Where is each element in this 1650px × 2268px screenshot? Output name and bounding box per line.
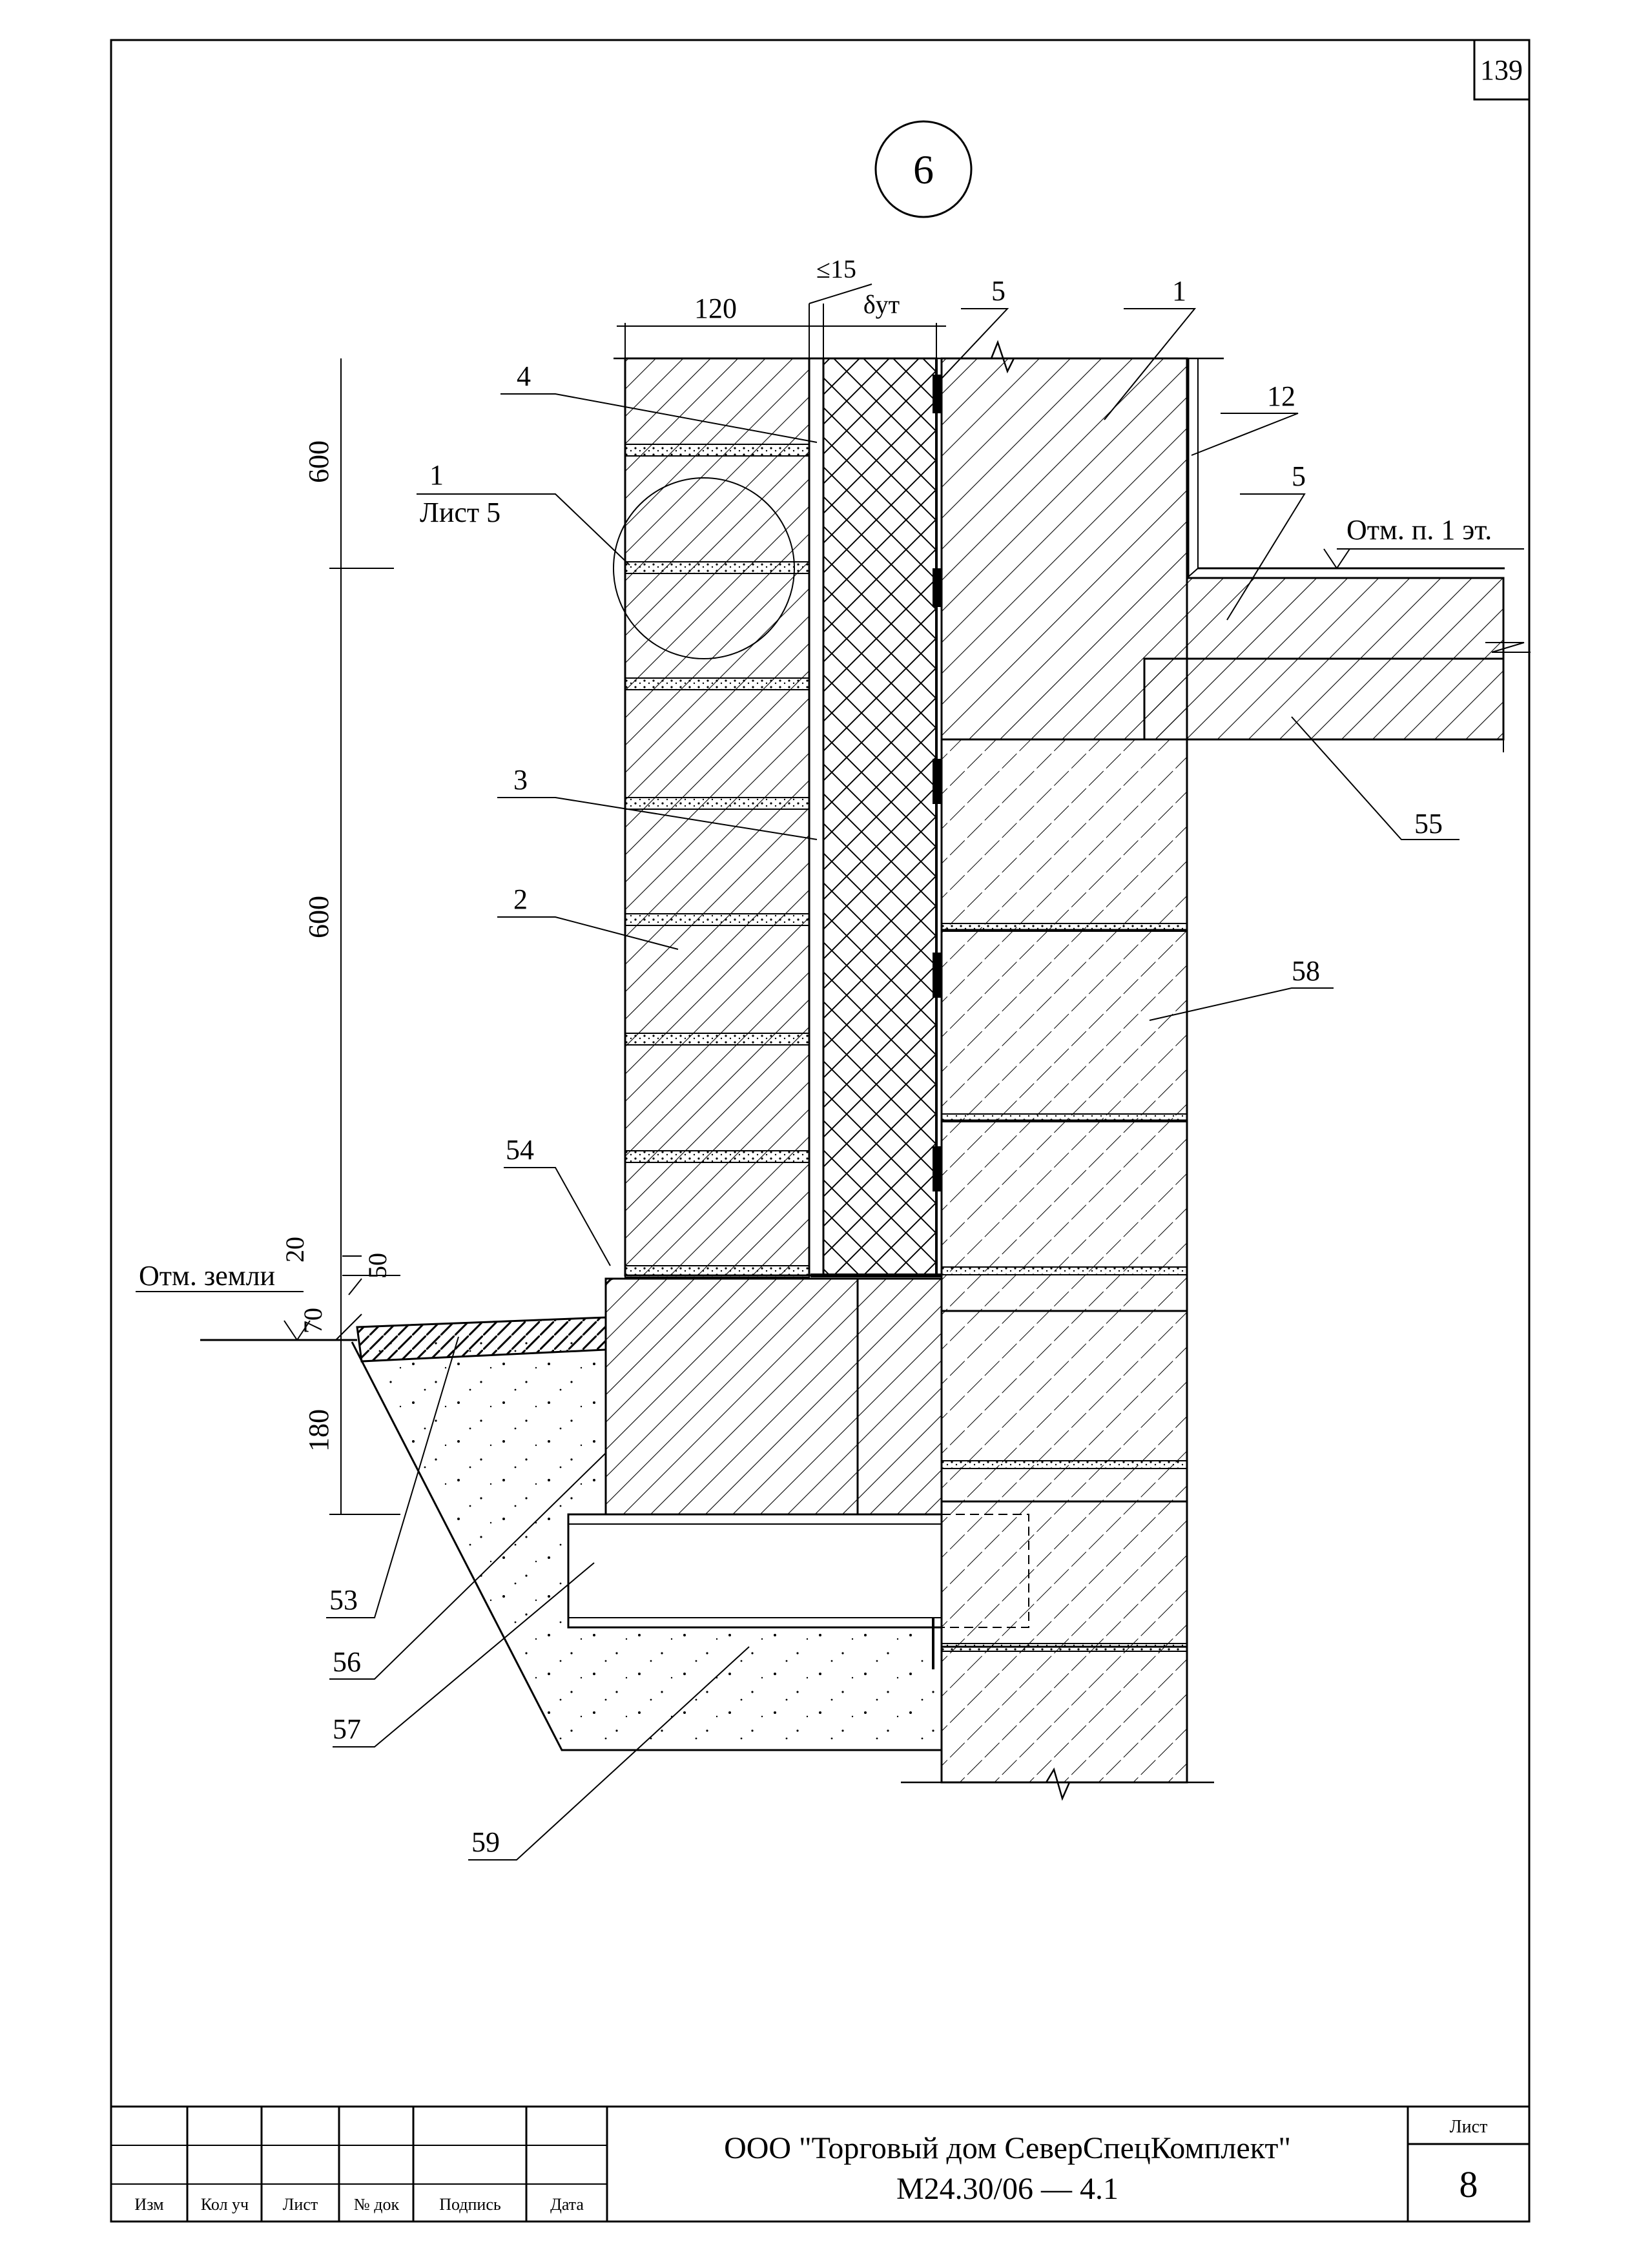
dim-600-lower: 600 <box>303 896 335 938</box>
tb-header-izm: Изм <box>134 2195 163 2214</box>
callout-57: 57 <box>333 1713 361 1745</box>
tb-header-doc-no: № док <box>354 2195 400 2214</box>
foundation-blocks <box>940 738 1188 1784</box>
plinth-block <box>604 1277 943 1516</box>
ground-level-label: Отм. земли <box>139 1260 275 1292</box>
break-line-bottom <box>901 1767 1214 1801</box>
blind-area <box>356 1316 607 1363</box>
tie-beam <box>567 1513 1029 1669</box>
callout-4: 4 <box>517 360 531 392</box>
callout-2: 2 <box>513 883 528 915</box>
callout-leaders <box>326 308 1459 1861</box>
callout-59: 59 <box>471 1826 500 1858</box>
title-block <box>111 2105 1529 2222</box>
detail-number: 6 <box>913 147 934 192</box>
tb-header-signature: Подпись <box>439 2195 501 2214</box>
dim-insulation: δут <box>863 290 900 319</box>
main-wall <box>940 357 1188 741</box>
callout-53: 53 <box>329 1584 358 1616</box>
insulation-layer <box>822 357 938 1277</box>
tb-sheet-label: Лист <box>1450 2117 1488 2137</box>
dim-50: 50 <box>363 1253 392 1279</box>
callout-12: 12 <box>1267 380 1295 412</box>
callout-5-top: 5 <box>991 275 1005 307</box>
callout-55: 55 <box>1414 808 1443 840</box>
floor-level-label: Отм. п. 1 эт. <box>1346 514 1492 546</box>
dim-600-upper: 600 <box>303 440 335 483</box>
brick-facing-layer <box>624 357 810 1278</box>
callout-5-floor: 5 <box>1292 460 1306 492</box>
air-gap <box>808 357 825 1277</box>
detail-reference-circle <box>613 477 795 659</box>
dim-gap-15: ≤15 <box>816 254 856 284</box>
tb-company: ООО "Торговый дом СеверСпецКомплект" <box>724 2131 1291 2165</box>
tb-header-list: Лист <box>283 2195 318 2214</box>
callout-1: 1 <box>1172 275 1186 307</box>
tb-header-kol-uch: Кол уч <box>201 2195 249 2214</box>
sheet-frame <box>110 39 1531 2223</box>
dim-20: 20 <box>280 1237 309 1263</box>
detail-marker-circle <box>874 120 973 218</box>
corner-sheet-number: 139 <box>1480 54 1523 86</box>
tb-header-date: Дата <box>550 2195 584 2214</box>
dim-120: 120 <box>694 293 737 324</box>
tb-sheet-value: 8 <box>1459 2163 1478 2205</box>
break-line-top <box>614 340 1224 374</box>
dim-70: 70 <box>298 1308 327 1334</box>
callout-3: 3 <box>513 764 528 796</box>
callout-1-sheet-num: 1 <box>429 459 444 491</box>
callout-1-sheet-text: Лист 5 <box>420 497 500 528</box>
backfill <box>351 1341 942 1751</box>
dimension-lines <box>136 284 1524 1515</box>
callout-54: 54 <box>506 1134 534 1166</box>
callout-58: 58 <box>1292 955 1320 987</box>
callout-56: 56 <box>333 1646 361 1678</box>
dim-180: 180 <box>303 1409 335 1452</box>
floor-slab <box>1143 567 1531 752</box>
tb-code: М24.30/06 — 4.1 <box>896 2172 1119 2206</box>
